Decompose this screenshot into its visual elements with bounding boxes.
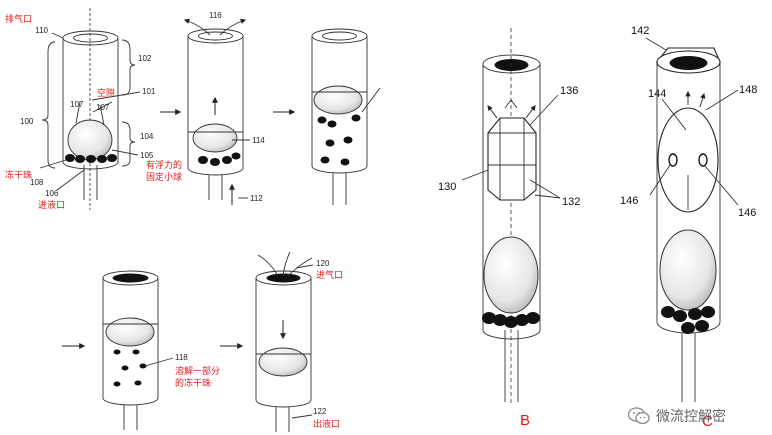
label-122: 122: [313, 407, 327, 416]
label-118: 118: [175, 353, 188, 362]
panel-c-beads: [661, 306, 715, 334]
wechat-icon: [628, 407, 650, 425]
label-102: 102: [138, 54, 152, 63]
label-105: 105: [140, 151, 154, 160]
label-132: 132: [562, 196, 580, 208]
watermark-text: 微流控解密: [656, 409, 726, 425]
label-101: 101: [142, 87, 156, 96]
tube-5: [255, 251, 314, 432]
label-110: 110: [35, 26, 48, 35]
label-148: 148: [739, 84, 757, 96]
label-buoyant-ball-1: 有浮力的: [146, 159, 182, 170]
label-100: 100: [20, 117, 34, 126]
watermark: 微流控解密: [628, 405, 726, 427]
tube-2: [183, 18, 250, 205]
label-136: 136: [560, 85, 578, 97]
panel-c-device: [645, 37, 739, 402]
label-exhaust-port: 排气口: [5, 13, 32, 24]
panel-letter-b: B: [520, 412, 530, 429]
tube-4: [102, 270, 174, 430]
label-107-a: 107: [70, 100, 84, 109]
panel-letter-c: C: [702, 413, 713, 430]
label-130: 130: [438, 181, 456, 193]
label-lyophilized-bead: 冻干珠: [5, 169, 32, 180]
tube-3: [311, 28, 381, 205]
label-buoyant-ball-2: 固定小球: [146, 171, 182, 182]
tube-1: [39, 8, 141, 210]
label-114: 114: [252, 136, 265, 145]
label-146-b: 146: [738, 207, 756, 219]
label-gap: 空隙: [97, 87, 115, 98]
label-120: 120: [316, 259, 330, 268]
label-liquid-outlet: 出液口: [313, 418, 340, 429]
label-144: 144: [648, 88, 666, 100]
label-107-b: 107: [96, 103, 110, 112]
label-104: 104: [140, 132, 154, 141]
label-air-inlet: 进气口: [316, 269, 343, 280]
label-108: 108: [30, 178, 44, 187]
panel-b-beads: [482, 312, 540, 328]
lyophilized-beads: [65, 154, 117, 163]
label-142: 142: [631, 25, 649, 37]
label-dissolved-bead-2: 的冻干珠: [175, 377, 211, 388]
label-dissolved-bead-1: 溶解一部分: [175, 365, 220, 376]
label-146-a: 146: [620, 195, 638, 207]
label-112: 112: [250, 194, 263, 203]
panel-b-device: [461, 28, 561, 405]
label-liquid-inlet: 进液口: [38, 199, 65, 210]
label-106: 106: [45, 189, 59, 198]
label-116: 116: [209, 11, 222, 20]
